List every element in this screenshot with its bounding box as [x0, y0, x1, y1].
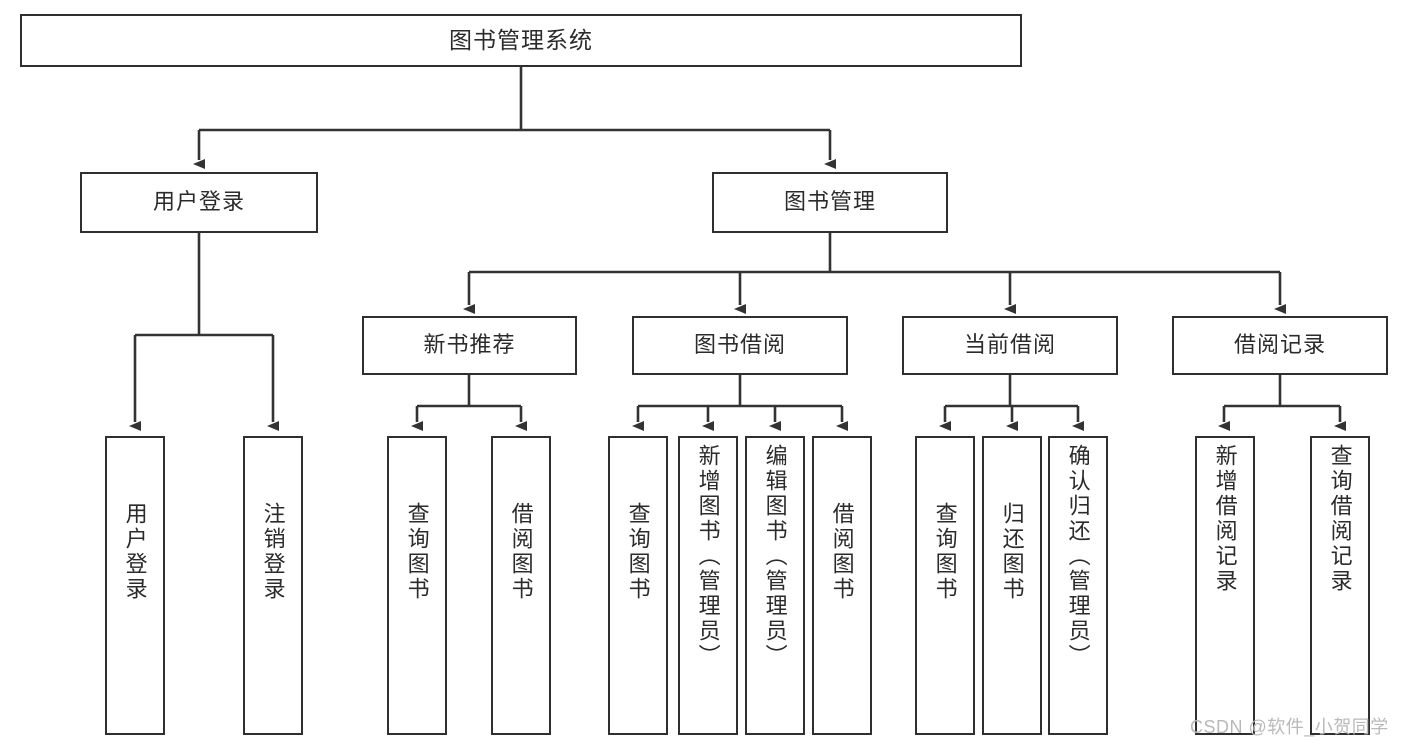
node-label: 借阅图书 — [829, 502, 855, 602]
node-label: 新书推荐 — [423, 332, 516, 358]
node-leaf-logout-login[interactable]: 注销登录 — [243, 436, 303, 735]
node-leaf-return-book[interactable]: 归还图书 — [982, 436, 1042, 735]
node-label: 查询图书 — [932, 502, 958, 602]
node-label: 新增借阅记录 — [1212, 444, 1238, 594]
node-root-book-management-system[interactable]: 图书管理系统 — [20, 14, 1022, 67]
node-leaf-query-book-current[interactable]: 查询图书 — [915, 436, 975, 735]
node-borrow-record[interactable]: 借阅记录 — [1172, 316, 1388, 375]
node-label: 借阅记录 — [1233, 332, 1326, 358]
watermark-text: CSDN @软件_小贺同学 — [1190, 717, 1389, 737]
node-leaf-add-book-admin[interactable]: 新增图书（管理员） — [678, 436, 738, 735]
node-leaf-query-book-borrow[interactable]: 查询图书 — [608, 436, 668, 735]
node-label: 图书管理 — [783, 189, 876, 215]
node-leaf-edit-book-admin[interactable]: 编辑图书（管理员） — [745, 436, 805, 735]
node-leaf-borrow-book-recommend[interactable]: 借阅图书 — [491, 436, 551, 735]
node-label: 确认归还（管理员） — [1065, 444, 1091, 669]
node-leaf-confirm-return-admin[interactable]: 确认归还（管理员） — [1048, 436, 1108, 735]
node-label: 新增图书（管理员） — [695, 444, 721, 669]
node-leaf-user-login[interactable]: 用户登录 — [105, 436, 165, 735]
node-label: 注销登录 — [260, 502, 286, 602]
node-label: 当前借阅 — [963, 332, 1056, 358]
node-label: 借阅图书 — [508, 502, 534, 602]
node-current-borrow[interactable]: 当前借阅 — [902, 316, 1118, 375]
node-label: 查询图书 — [625, 502, 651, 602]
node-user-login[interactable]: 用户登录 — [80, 172, 318, 233]
node-label: 查询借阅记录 — [1327, 444, 1353, 594]
node-label: 用户登录 — [152, 189, 245, 215]
node-book-borrow[interactable]: 图书借阅 — [632, 316, 848, 375]
node-label: 编辑图书（管理员） — [762, 444, 788, 669]
node-leaf-query-book-recommend[interactable]: 查询图书 — [387, 436, 447, 735]
node-label: 归还图书 — [999, 502, 1025, 602]
node-new-book-recommend[interactable]: 新书推荐 — [362, 316, 577, 375]
node-leaf-add-borrow-record[interactable]: 新增借阅记录 — [1195, 436, 1255, 735]
node-book-management[interactable]: 图书管理 — [712, 172, 948, 233]
node-label: 图书管理系统 — [449, 26, 593, 53]
node-label: 图书借阅 — [693, 332, 786, 358]
node-leaf-borrow-book-borrow[interactable]: 借阅图书 — [812, 436, 872, 735]
node-label: 查询图书 — [404, 502, 430, 602]
node-label: 用户登录 — [122, 502, 148, 602]
node-leaf-query-borrow-record[interactable]: 查询借阅记录 — [1310, 436, 1370, 735]
